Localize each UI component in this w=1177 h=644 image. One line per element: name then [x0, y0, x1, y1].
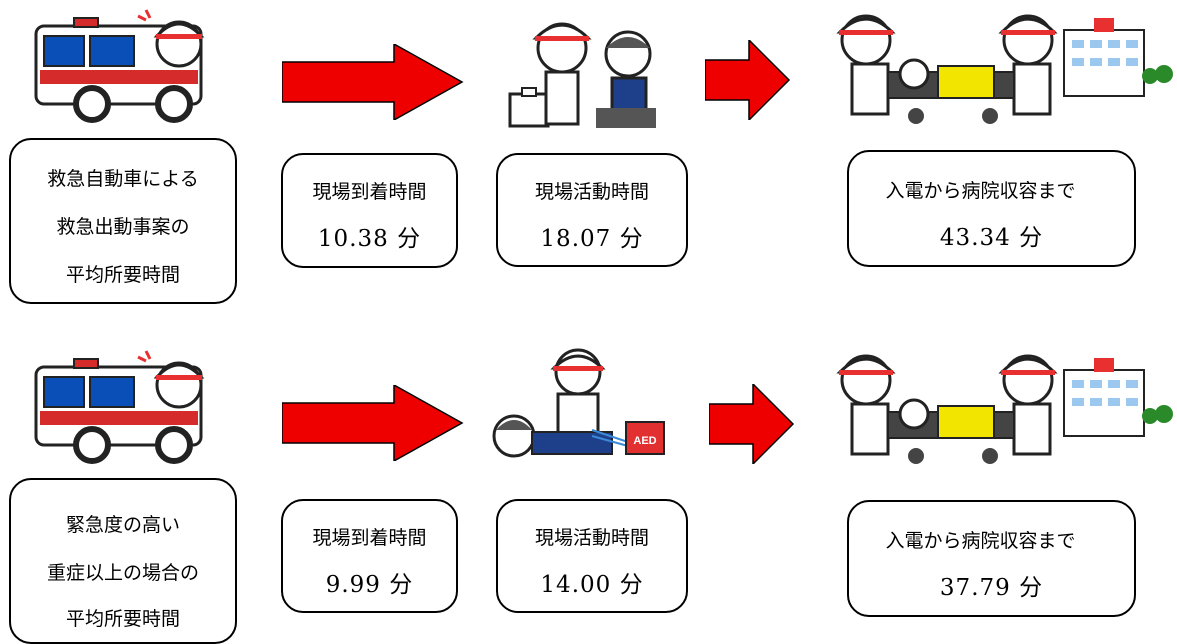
- activity-time-label: 現場活動時間: [534, 527, 649, 549]
- arrival-time-box: 現場到着時間 10.38 分: [281, 153, 458, 268]
- hospital-time-value: 43.34 分: [939, 225, 1044, 251]
- summary-box-1: 救急自動車による 救急出動事案の 平均所要時間: [9, 138, 237, 304]
- summary-line: 救急自動車による: [47, 168, 199, 190]
- activity-time-label: 現場活動時間: [534, 181, 649, 203]
- ambulance-illustration: [34, 9, 205, 123]
- arrival-time-label: 現場到着時間: [312, 181, 427, 203]
- activity-time-value: 14.00 分: [540, 572, 644, 598]
- right-arrow-icon: [705, 40, 791, 120]
- hospital-time-value: 37.79 分: [939, 575, 1044, 601]
- right-arrow-icon: [282, 385, 464, 461]
- paramedic-patient-illustration: [508, 22, 656, 128]
- ambulance-illustration: [34, 350, 205, 464]
- summary-box-2: 緊急度の高い 重症以上の場合の 平均所要時間: [9, 478, 237, 644]
- hospital-time-box: 入電から病院収容まで 43.34 分: [847, 150, 1136, 267]
- right-arrow-icon: [709, 384, 795, 464]
- arrival-time-value: 10.38 分: [317, 226, 422, 252]
- hospital-time-box: 入電から病院収容まで 37.79 分: [847, 500, 1136, 617]
- right-arrow-icon: [282, 44, 464, 120]
- activity-time-box: 現場活動時間 14.00 分: [496, 499, 688, 613]
- arrival-time-box: 現場到着時間 9.99 分: [281, 499, 458, 613]
- hospital-time-label: 入電から病院収容まで: [885, 180, 1076, 202]
- activity-time-value: 18.07 分: [540, 226, 644, 252]
- arrival-time-value: 9.99 分: [325, 572, 414, 598]
- summary-line: 重症以上の場合の: [46, 562, 199, 584]
- stretcher-hospital-illustration: [836, 14, 1173, 124]
- stretcher-hospital-illustration: [836, 354, 1173, 464]
- activity-time-box: 現場活動時間 18.07 分: [496, 153, 688, 267]
- aed-label: AED: [633, 435, 656, 447]
- summary-line: 救急出動事案の: [56, 216, 190, 238]
- aed-rescue-illustration: AED: [492, 348, 665, 458]
- hospital-time-label: 入電から病院収容まで: [885, 530, 1076, 552]
- summary-line: 平均所要時間: [65, 264, 180, 286]
- summary-line: 平均所要時間: [65, 608, 180, 630]
- arrival-time-label: 現場到着時間: [312, 527, 427, 549]
- summary-line: 緊急度の高い: [65, 514, 180, 536]
